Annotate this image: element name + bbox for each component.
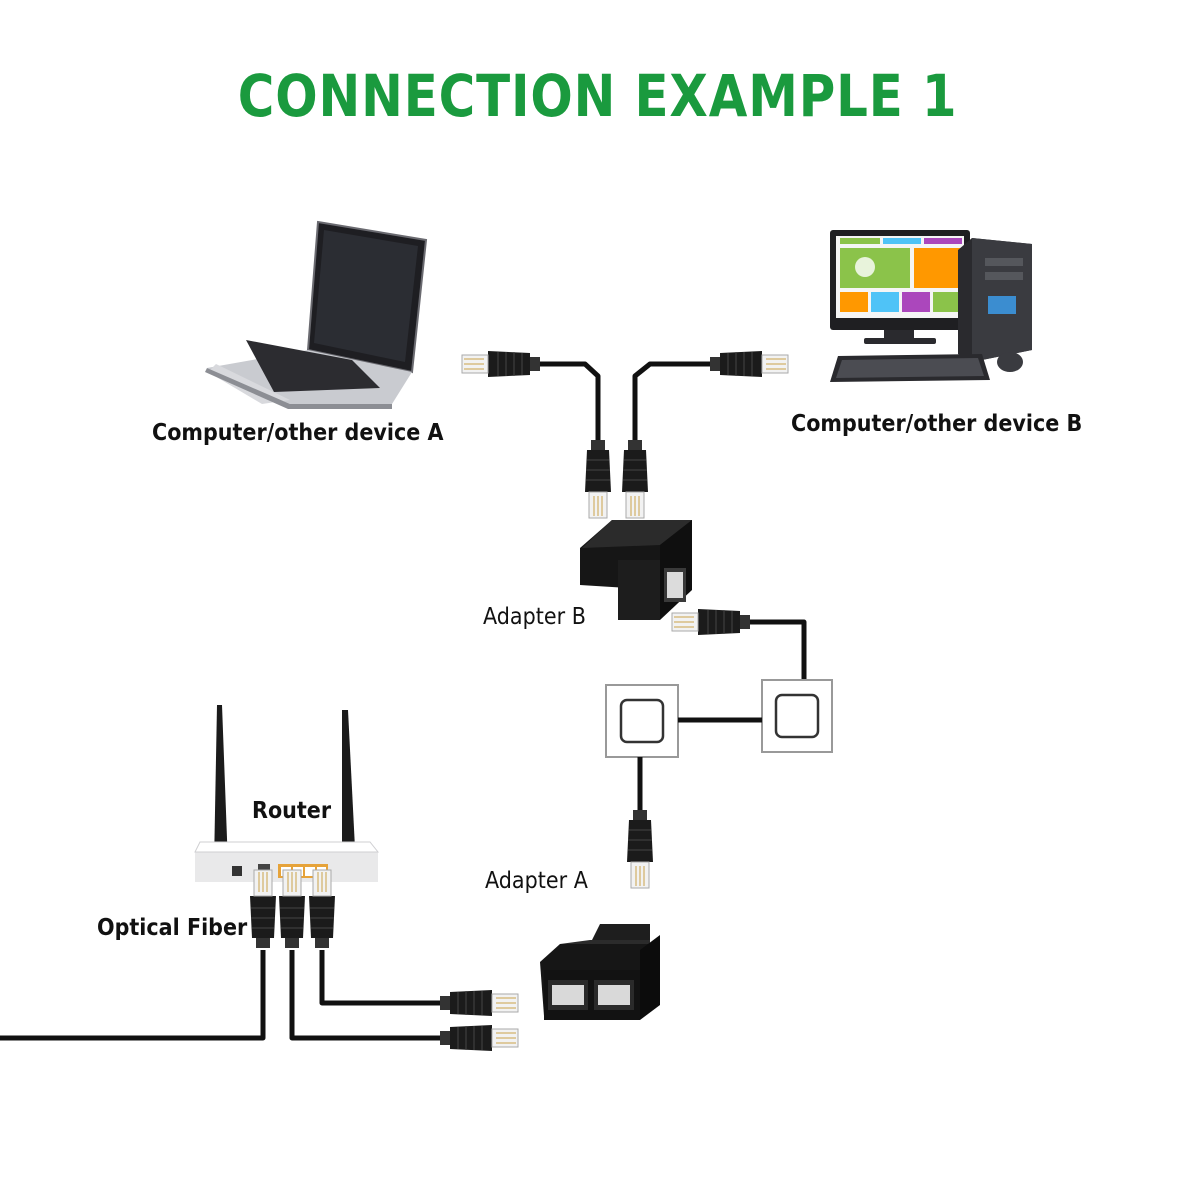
adapter-a-label: Adapter A — [485, 868, 588, 894]
diagram-title: CONNECTION EXAMPLE 1 — [237, 62, 958, 130]
router-icon — [194, 705, 380, 882]
rj45-plug-icon — [626, 809, 654, 889]
laptop-icon — [205, 220, 428, 409]
cable-device-a — [540, 361, 601, 440]
rj45-plug-icon — [249, 869, 277, 949]
rj45-plug-icon — [671, 608, 751, 636]
rj45-plug-icon — [439, 989, 519, 1017]
rj45-plug-icon — [709, 350, 789, 378]
optical-fiber-cable — [0, 950, 266, 1041]
cable-router-to-adapter-a-lower — [289, 950, 445, 1041]
adapter-a-icon — [540, 924, 660, 1020]
cable-adapter-b-to-wall — [750, 619, 807, 684]
cable-router-to-adapter-a-upper — [319, 950, 445, 1006]
cable-device-b — [632, 361, 710, 440]
rj45-plug-icon — [278, 869, 306, 949]
desktop-computer-icon — [830, 230, 1032, 382]
wall-plate-b-icon — [761, 679, 833, 753]
rj45-plug-icon — [439, 1024, 519, 1052]
rj45-plug-icon — [584, 439, 612, 519]
adapter-b-icon — [580, 520, 692, 620]
rj45-plug-icon — [461, 350, 541, 378]
device-b-label: Computer/other device B — [791, 411, 1083, 437]
wall-plate-a-icon — [605, 684, 679, 758]
router-label: Router — [252, 798, 332, 824]
rj45-plug-icon — [621, 439, 649, 519]
rj45-plug-icon — [308, 869, 336, 949]
adapter-b-label: Adapter B — [483, 604, 586, 630]
optical-fiber-label: Optical Fiber — [97, 915, 248, 941]
device-a-label: Computer/other device A — [152, 420, 444, 446]
